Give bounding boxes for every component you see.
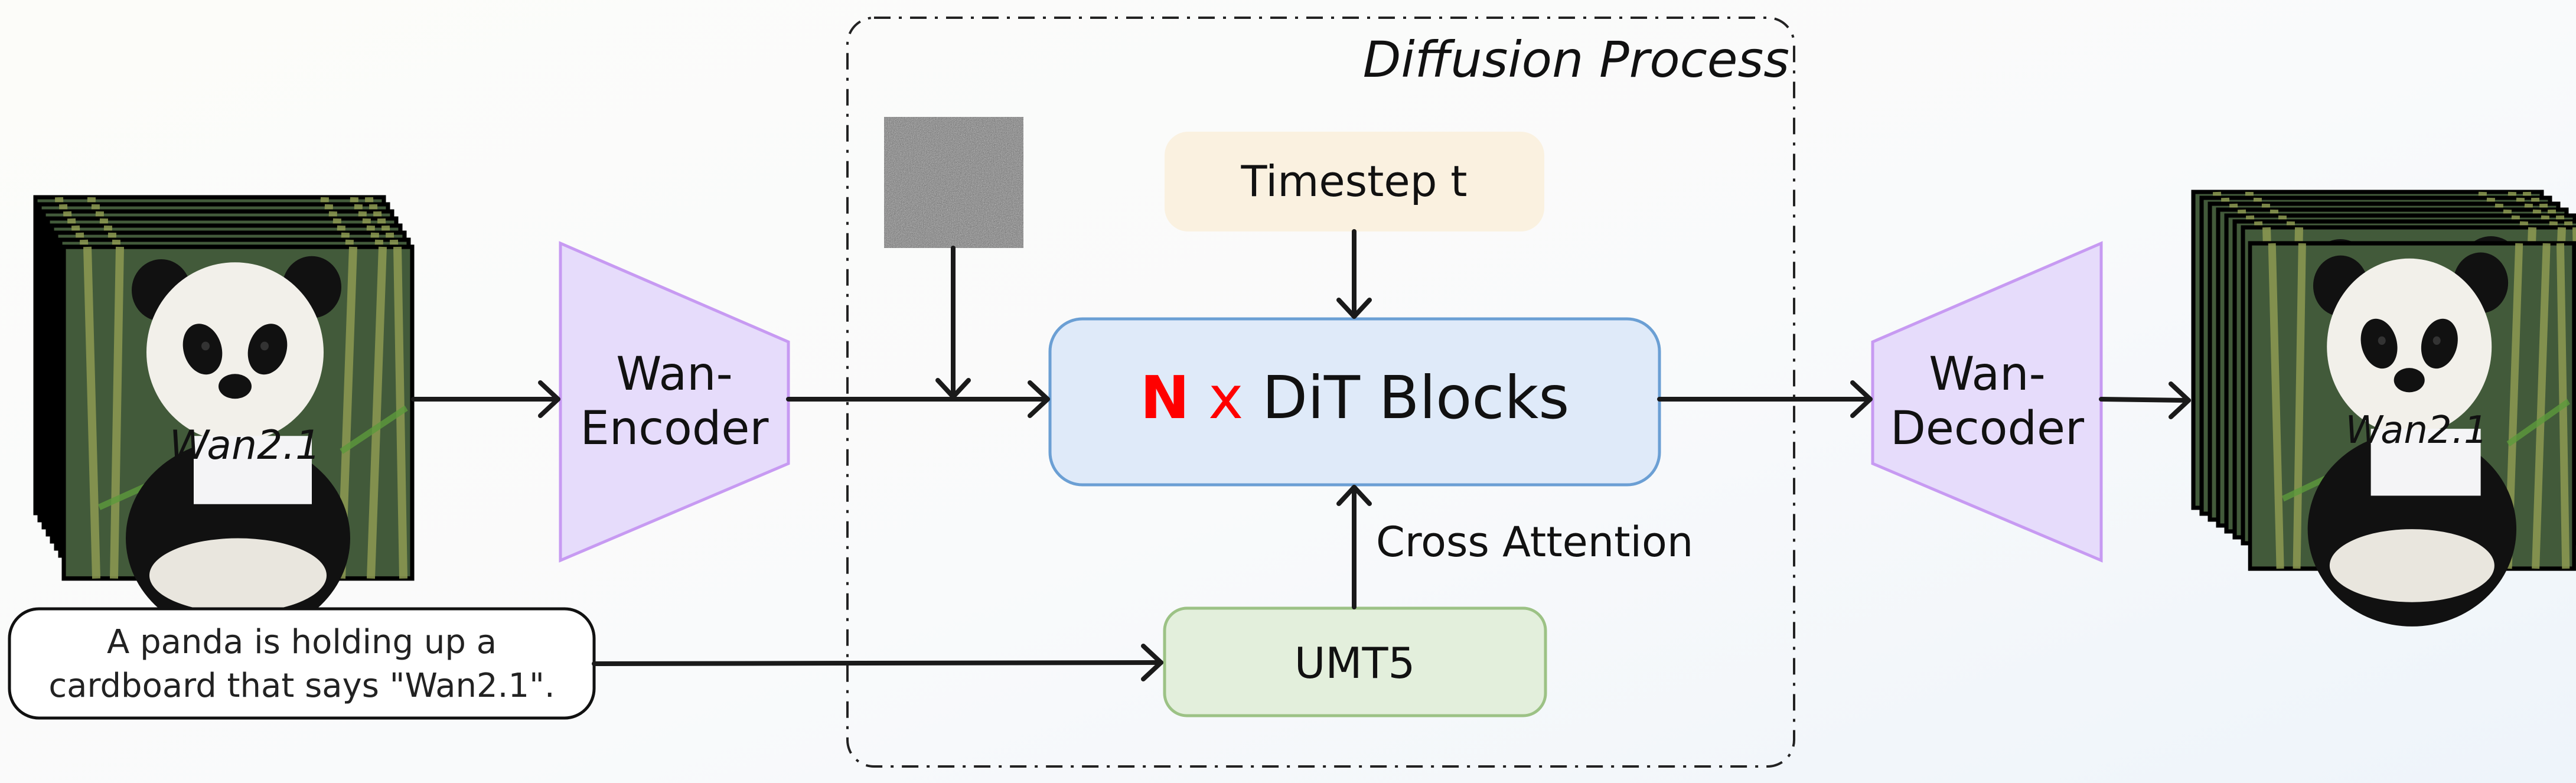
arrow-noise-to-latent (935, 246, 971, 399)
arrow-input-to-encoder (411, 380, 560, 418)
dit-label: DiT Blocks (1262, 363, 1569, 432)
timestep-box (1165, 132, 1544, 231)
noise-texture (884, 117, 1023, 248)
arrow-encoder-to-dit (786, 380, 1050, 418)
prompt-line2: cardboard that says "Wan2.1". (48, 667, 555, 705)
decoder-label-line2: Decoder (1890, 402, 2085, 455)
timestep-label: Timestep t (1240, 156, 1467, 206)
dit-blocks-title: N x DiT Blocks (1140, 363, 1570, 432)
decoder-label-line1: Wan- (1929, 348, 2046, 401)
input-video-frames: Wan2.1 (35, 197, 412, 638)
output-sign-text: Wan2.1 (2345, 409, 2487, 452)
umt5-label: UMT5 (1294, 638, 1416, 688)
prompt-line1: A panda is holding up a (107, 623, 497, 661)
cross-attention-label: Cross Attention (1376, 518, 1693, 566)
output-video-frames: Wan2.1 (2193, 192, 2576, 627)
encoder-label-line2: Encoder (581, 402, 769, 455)
input-sign-text: Wan2.1 (169, 422, 321, 469)
arrow-cross-attention (1336, 485, 1372, 609)
dit-times: x (1208, 363, 1243, 432)
diffusion-process-label: Diffusion Process (1363, 31, 1789, 89)
dit-n: N (1140, 363, 1190, 432)
diffusion-process-container (846, 17, 1795, 768)
wan-encoder-block (559, 241, 790, 563)
arrow-dit-to-decoder (1657, 380, 1873, 418)
dit-blocks-box (1048, 317, 1661, 487)
arrow-decoder-to-output (2099, 381, 2191, 419)
encoder-label-line1: Wan- (616, 348, 733, 401)
arrow-prompt-to-umt5 (592, 644, 1163, 681)
wan-decoder-block (1871, 241, 2103, 563)
arrow-timestep-to-dit (1336, 229, 1372, 319)
